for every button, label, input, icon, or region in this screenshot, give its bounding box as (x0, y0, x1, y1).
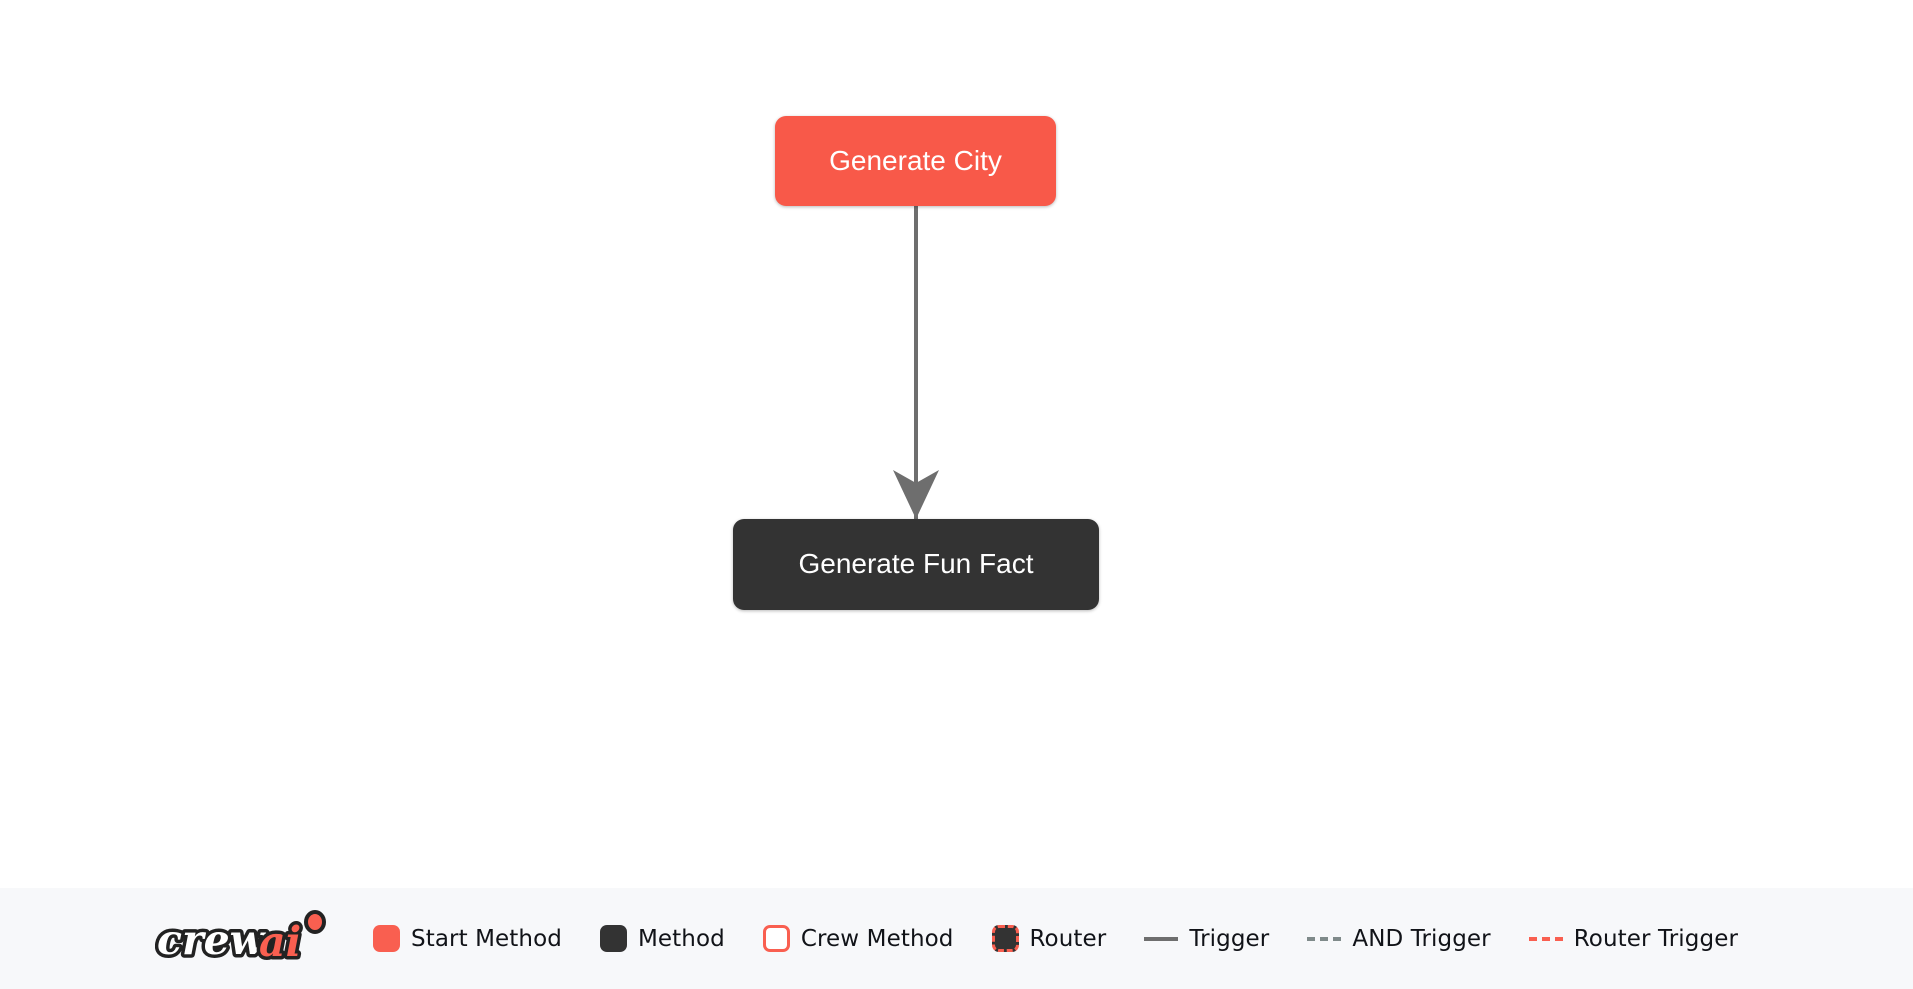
crewai-logo-dot-icon (304, 909, 326, 934)
router-swatch-icon (991, 925, 1019, 952)
legend-item-label: Crew Method (800, 925, 954, 952)
edge-arrowhead-icon (893, 470, 939, 519)
crewai-logo: crew ai (155, 909, 326, 968)
method-swatch-icon (599, 925, 627, 952)
legend-item-trigger: Trigger (1144, 926, 1269, 952)
start-method-swatch-icon (373, 925, 400, 952)
flow-node-label: Generate City (829, 144, 1002, 176)
flow-node-generate-city[interactable]: Generate City (775, 116, 1056, 206)
and-trigger-line-icon (1307, 936, 1342, 941)
flow-node-generate-fun-fact[interactable]: Generate Fun Fact (733, 519, 1099, 610)
edge-layer (893, 206, 939, 519)
crewai-logo-crew-text: crew (157, 916, 267, 964)
legend-bar: crew ai Start Method Method Crew Method … (0, 888, 1913, 989)
legend-item-method: Method (599, 925, 725, 952)
legend-item-label: Router Trigger (1573, 925, 1739, 952)
legend-item-label: Start Method (411, 925, 562, 952)
legend-item-router: Router (991, 925, 1107, 952)
trigger-line-icon (1144, 936, 1179, 941)
legend-item-and-trigger: AND Trigger (1307, 925, 1491, 952)
legend-item-label: Trigger (1189, 925, 1270, 952)
legend-item-label: AND Trigger (1352, 925, 1491, 952)
flow-node-label: Generate Fun Fact (798, 548, 1034, 580)
legend-item-label: Router (1029, 925, 1107, 952)
legend-item-crew-method: Crew Method (762, 925, 954, 952)
flow-canvas[interactable]: Generate City Generate Fun Fact (0, 0, 1913, 888)
legend-item-start-method: Start Method (373, 925, 562, 952)
router-trigger-line-icon (1528, 936, 1563, 941)
edge-generate-city-to-generate-fun-fact[interactable] (893, 206, 939, 519)
legend-item-router-trigger: Router Trigger (1528, 925, 1739, 952)
legend-item-list: Start Method Method Crew Method Router T… (373, 925, 1913, 952)
legend-item-label: Method (637, 925, 725, 952)
crew-method-swatch-icon (762, 925, 790, 952)
crewai-logo-ai-text: ai (259, 918, 301, 966)
